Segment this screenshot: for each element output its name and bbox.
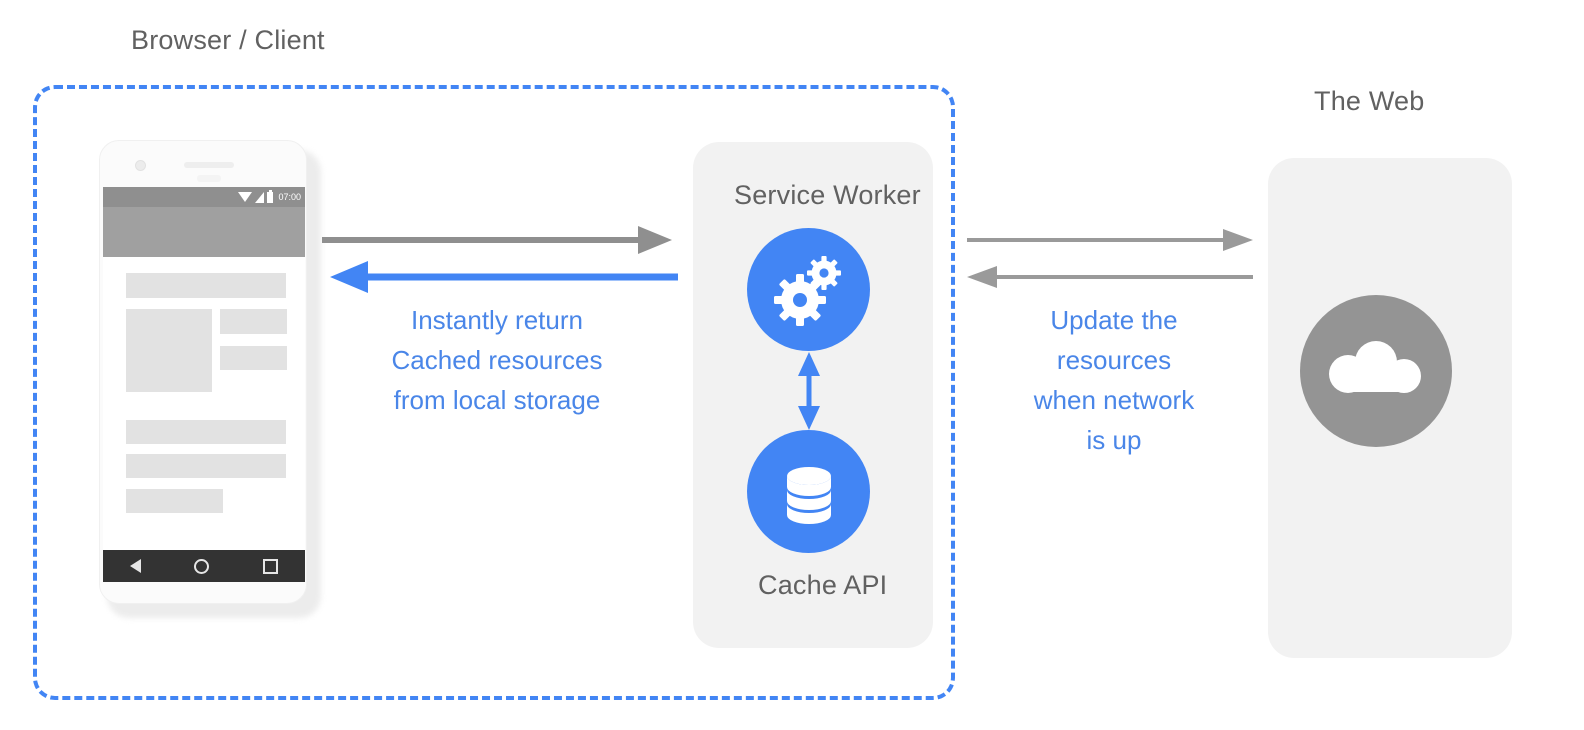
content-placeholder-block xyxy=(126,420,286,444)
content-placeholder-block xyxy=(126,273,286,298)
cache-readwrite-arrow xyxy=(798,352,820,430)
cloud-icon-badge xyxy=(1300,295,1452,447)
phone-sensor xyxy=(197,175,221,182)
content-placeholder-block xyxy=(220,309,287,334)
content-placeholder-block xyxy=(126,454,286,478)
service-worker-icon-badge xyxy=(747,228,870,351)
annotation-line: when network xyxy=(1033,385,1195,415)
cached-response-arrow xyxy=(330,261,678,293)
cache-api-icon-badge xyxy=(747,430,870,553)
service-worker-panel xyxy=(693,142,933,648)
network-update-annotation: Update the resources when network is up xyxy=(1015,300,1213,460)
phone-status-bar: 07:00 xyxy=(103,187,305,207)
android-phone-mockup: 07:00 xyxy=(99,140,321,618)
annotation-line: Cached resources xyxy=(391,345,603,375)
signal-icon xyxy=(255,191,265,203)
annotation-line: Update the xyxy=(1050,305,1178,335)
content-placeholder-block xyxy=(220,346,287,370)
battery-icon xyxy=(267,189,274,203)
request-arrow xyxy=(322,226,672,254)
network-request-arrow xyxy=(967,229,1253,251)
phone-app-bar xyxy=(103,207,305,257)
wifi-icon xyxy=(238,192,253,202)
browser-client-label: Browser / Client xyxy=(131,25,325,55)
annotation-line: is up xyxy=(1086,425,1142,455)
phone-body: 07:00 xyxy=(99,140,307,604)
the-web-label: The Web xyxy=(1314,86,1425,116)
browser-client-boundary xyxy=(33,85,955,700)
back-icon xyxy=(129,559,141,573)
recents-icon xyxy=(263,558,279,574)
phone-speaker xyxy=(184,162,234,168)
status-bar-time: 07:00 xyxy=(278,191,301,202)
gears-icon xyxy=(773,255,841,326)
cloud-icon xyxy=(1329,341,1421,393)
annotation-line: from local storage xyxy=(393,385,601,415)
cached-response-annotation: Instantly return Cached resources from l… xyxy=(378,300,616,420)
network-response-arrow xyxy=(967,266,1253,288)
cache-api-label: Cache API xyxy=(758,570,888,600)
database-icon xyxy=(786,466,831,524)
content-placeholder-block xyxy=(126,489,223,513)
phone-screen-content xyxy=(103,257,305,550)
annotation-line: resources xyxy=(1056,345,1172,375)
service-worker-label: Service Worker xyxy=(734,180,921,210)
annotation-line: Instantly return xyxy=(411,305,583,335)
phone-camera-icon xyxy=(135,160,146,171)
serviceworker-web-arrows xyxy=(967,229,1253,288)
home-icon xyxy=(194,558,210,574)
phone-nav-bar xyxy=(103,550,305,582)
content-placeholder-image xyxy=(126,309,212,392)
client-serviceworker-arrows xyxy=(322,226,678,293)
